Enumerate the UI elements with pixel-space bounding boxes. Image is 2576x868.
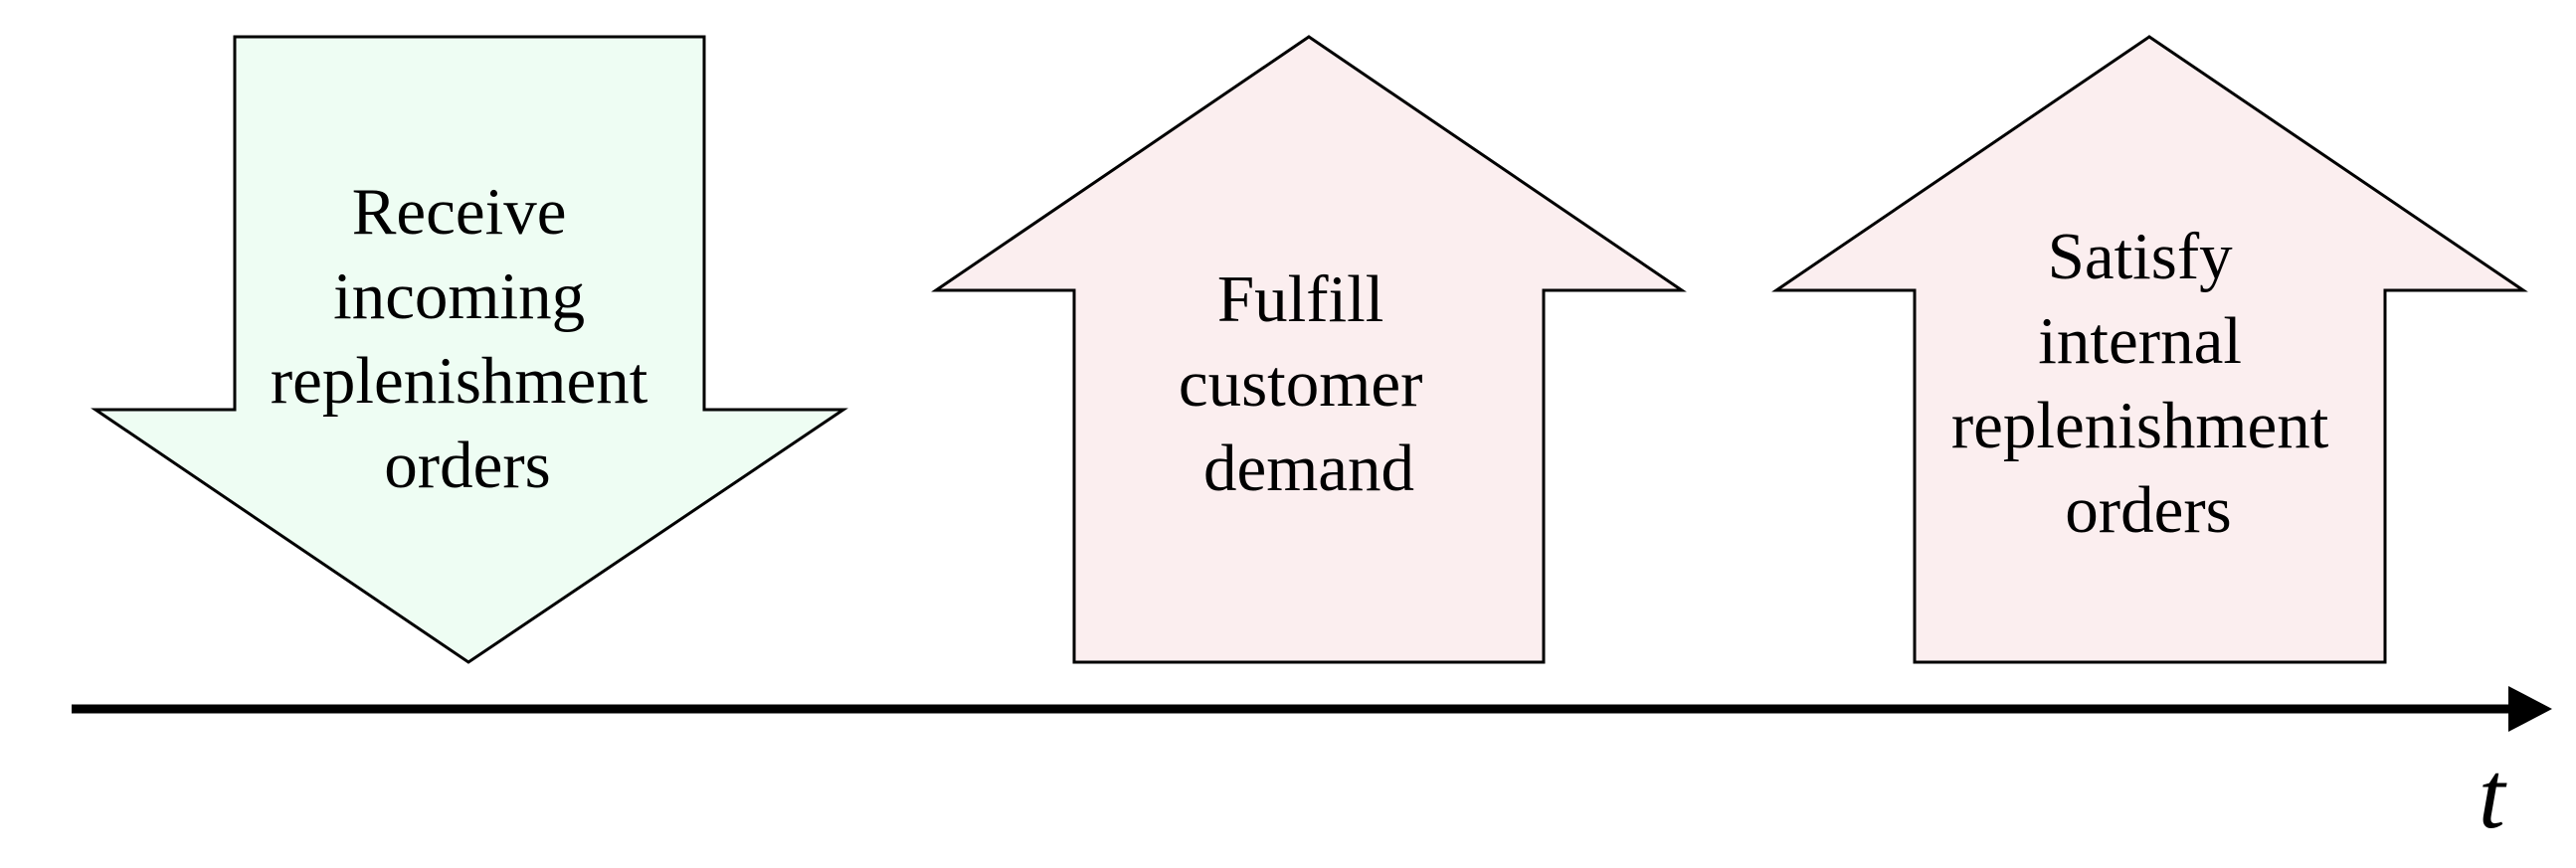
step-satisfy-line-2: internal — [2038, 304, 2242, 378]
step-satisfy-line-1: Satisfy — [2048, 220, 2234, 293]
step-fulfill-line-3: demand — [1203, 432, 1414, 505]
step-receive-line-2: incoming — [333, 260, 585, 333]
svg-text:Receive incoming r: Receive incoming replenishment orders — [271, 175, 664, 502]
step-satisfy-line-4: orders — [2065, 473, 2231, 547]
time-axis: t — [72, 686, 2552, 848]
up-arrow-shape — [931, 35, 1687, 664]
time-axis-label: t — [2479, 742, 2507, 848]
svg-text:Satisfy internal r: Satisfy internal replenishment orders — [1951, 220, 2345, 547]
time-axis-arrowhead-icon — [2508, 686, 2552, 732]
step-receive-line-1: Receive — [352, 175, 567, 249]
step-fulfill-arrow: Fulfill customer demand — [931, 35, 1687, 664]
down-arrow-shape — [91, 35, 848, 664]
svg-text:Fulfill customer d: Fulfill customer demand — [1179, 262, 1439, 505]
step-receive-line-3: replenishment — [271, 344, 648, 418]
up-arrow-shape — [1771, 35, 2528, 664]
step-satisfy-line-3: replenishment — [1951, 389, 2329, 462]
step-satisfy-arrow: Satisfy internal replenishment orders — [1771, 35, 2528, 664]
step-receive-line-4: orders — [384, 429, 550, 502]
step-receive-arrow: Receive incoming replenishment orders — [91, 35, 848, 664]
step-fulfill-line-2: customer — [1179, 347, 1423, 421]
step-fulfill-line-1: Fulfill — [1217, 262, 1384, 336]
